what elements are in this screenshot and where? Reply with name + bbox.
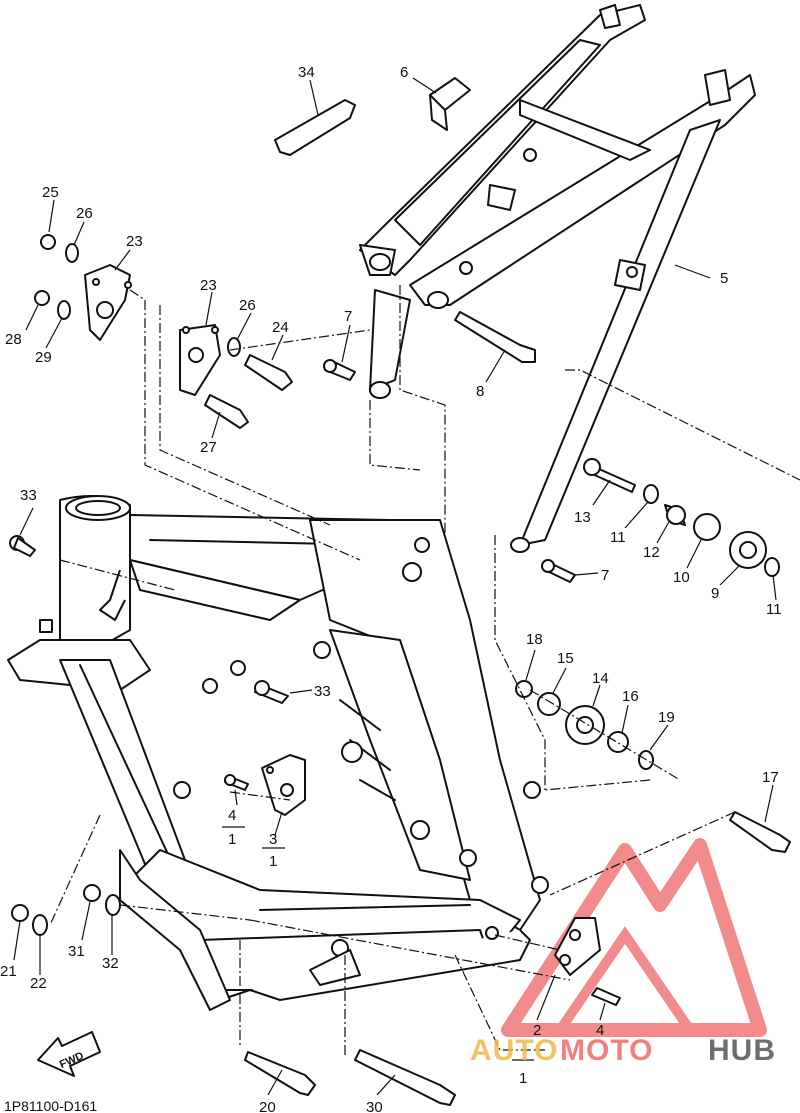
- bolt-8: [454, 311, 536, 363]
- bolt-4b: [591, 987, 621, 1006]
- collar-15: [537, 692, 561, 716]
- bolt-17: [729, 811, 791, 853]
- callout-11b: 11: [766, 601, 782, 618]
- callout-18: 18: [526, 631, 543, 648]
- reference-lines: [49, 285, 800, 1055]
- callout-7b: 7: [601, 567, 609, 584]
- callout-6: 6: [400, 64, 408, 81]
- callout-30: 30: [366, 1099, 383, 1113]
- bolt-30: [354, 1049, 456, 1106]
- washer-11a: [643, 484, 659, 504]
- callout-34: 34: [298, 64, 315, 81]
- callout-26a: 26: [76, 205, 93, 222]
- callout-28: 28: [5, 331, 22, 348]
- callout-15: 15: [557, 650, 574, 667]
- washer-32: [105, 894, 121, 916]
- callout-labels: 34 6 25 26 23 28 29 23 26 24 27 7 8 5 13…: [0, 64, 782, 1113]
- callout-1a: 1: [228, 831, 236, 848]
- callout-19: 19: [658, 709, 675, 726]
- callout-33a: 33: [20, 487, 37, 504]
- callout-1b: 1: [269, 853, 277, 870]
- nut-18: [515, 680, 533, 698]
- callout-7a: 7: [344, 308, 352, 325]
- fwd-arrow: FWD: [37, 1031, 101, 1077]
- watermark-text: AUTO MOTO HUB: [470, 1034, 776, 1067]
- rear-frame: [359, 4, 756, 553]
- bracket-2: [554, 917, 601, 976]
- bolt-24: [244, 354, 293, 391]
- callout-21: 21: [0, 963, 17, 980]
- callout-10: 10: [673, 569, 690, 586]
- callout-23b: 23: [200, 277, 217, 294]
- callout-4a: 4: [228, 807, 236, 824]
- watermark-auto: AUTO: [470, 1034, 558, 1067]
- callout-1c: 1: [519, 1070, 527, 1087]
- callout-16: 16: [622, 688, 639, 705]
- callout-3: 3: [269, 831, 277, 848]
- callout-23a: 23: [126, 233, 143, 250]
- callout-17: 17: [762, 769, 779, 786]
- watermark-logo: [501, 838, 767, 1037]
- callout-5: 5: [720, 270, 728, 287]
- washer-11b: [764, 557, 780, 577]
- callout-13: 13: [574, 509, 591, 526]
- callout-27: 27: [200, 439, 217, 456]
- callout-29: 29: [35, 349, 52, 366]
- callout-32: 32: [102, 955, 119, 972]
- washer-29: [57, 300, 71, 320]
- washer-26b: [227, 337, 241, 357]
- callout-31: 31: [68, 943, 85, 960]
- part-34-plate: [274, 99, 356, 156]
- collar-10: [693, 513, 721, 541]
- callout-leaders: [13, 77, 777, 1096]
- callout-4b: 4: [596, 1022, 604, 1039]
- bolt-27: [204, 394, 249, 429]
- callout-26b: 26: [239, 297, 256, 314]
- callout-33b: 33: [314, 683, 331, 700]
- nut-25: [40, 234, 56, 250]
- nut-21: [11, 904, 29, 922]
- callout-12: 12: [643, 544, 660, 561]
- callout-22: 22: [30, 975, 47, 992]
- collar-16: [607, 731, 629, 753]
- nut-31: [83, 884, 101, 902]
- washer-22: [32, 914, 48, 936]
- callout-20: 20: [259, 1099, 276, 1113]
- watermark-hub: HUB: [708, 1034, 776, 1067]
- callout-25: 25: [42, 184, 59, 201]
- part-6-pad: [429, 77, 471, 131]
- washer-26a: [65, 243, 79, 263]
- callout-9: 9: [711, 585, 719, 602]
- main-frame: [7, 495, 549, 1011]
- callout-14: 14: [592, 670, 609, 687]
- callout-8: 8: [476, 383, 484, 400]
- watermark-moto: MOTO: [560, 1034, 653, 1067]
- nut-28: [34, 290, 50, 306]
- callout-2: 2: [533, 1022, 541, 1039]
- diagram-code: 1P81100-D161: [4, 1098, 97, 1113]
- callout-11a: 11: [610, 529, 626, 546]
- parts: [9, 77, 791, 1106]
- callout-24: 24: [272, 319, 289, 336]
